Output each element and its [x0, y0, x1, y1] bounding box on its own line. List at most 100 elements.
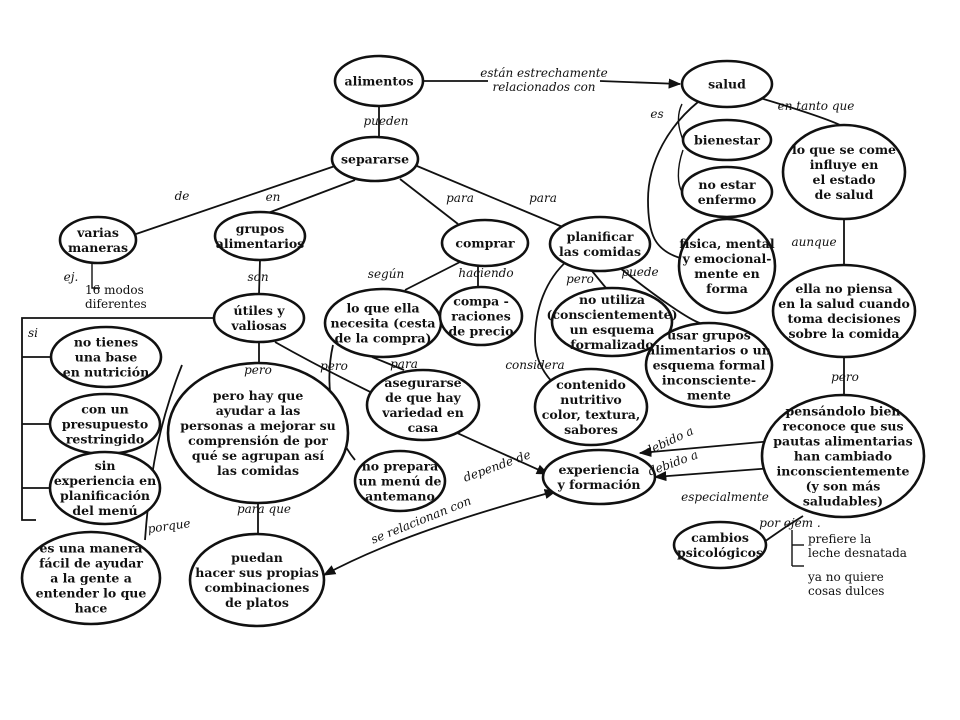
edge-label-para1: para [446, 191, 474, 205]
concept-node-fisica [677, 217, 777, 315]
node-label-ella-no-piensa-line: sobre la comida [789, 326, 900, 341]
node-label-puedan-line: combinaciones [205, 580, 310, 595]
concept-node-cambios [672, 520, 768, 570]
node-label-separarse: separarse [341, 152, 409, 167]
node-label-fisica-line: y emocional- [682, 251, 772, 266]
node-label-lo-que-ella-line: de la compra) [335, 331, 432, 346]
connector [404, 261, 461, 291]
note-dulces-line: ya no quiere [807, 570, 884, 584]
connector [267, 179, 356, 214]
edge-label-para-que-line: para que [237, 502, 291, 516]
edge-label-si: si [28, 326, 38, 340]
connector [599, 78, 682, 89]
node-label-cambios-line: psicológicos [677, 545, 763, 560]
edge-label-segun: según [368, 267, 404, 281]
node-label-es-una-manera-line: es una manera [39, 541, 142, 556]
edge-label-considera: considera [505, 358, 564, 372]
edge-label-pero-plan: pero [566, 272, 594, 286]
node-label-separarse-line: separarse [341, 152, 409, 167]
node-label-no-enfermo-line: enfermo [698, 192, 757, 207]
node-label-sin-experiencia-line: planificación [60, 488, 150, 503]
node-label-no-prepara-line: un menú de [359, 474, 442, 489]
connector [322, 489, 558, 576]
node-label-no-utiliza-line: un esquema [570, 322, 655, 337]
edge-label-en-tanto: en tanto que [778, 99, 855, 113]
node-label-puedan-line: puedan [231, 550, 283, 565]
node-label-cambios-line: cambios [691, 530, 749, 545]
edge-label-en-line: en [266, 190, 281, 204]
node-label-no-base-line: no tienes [74, 335, 138, 350]
node-label-no-enfermo-line: no estar [698, 177, 756, 192]
node-label-pero-hay-line: personas a mejorar su [180, 418, 335, 433]
edge-label-pero-util: pero [244, 363, 272, 377]
node-label-es-una-manera-line: fácil de ayudar [39, 556, 143, 571]
node-label-no-prepara-line: antemano [365, 489, 435, 504]
node-label-pensandolo-line: pautas alimentarias [773, 434, 912, 449]
connector [591, 270, 607, 289]
connector [647, 101, 699, 259]
edge-label-depende: depende de [461, 447, 532, 484]
node-label-puedan-line: hacer sus propias [195, 565, 319, 580]
node-label-comprar: comprar [455, 236, 515, 251]
node-label-salud: salud [708, 77, 746, 92]
node-label-comparaciones-line: compa - [453, 294, 509, 309]
edge-label-en-tanto-line: en tanto que [778, 99, 855, 113]
edge-label-pero-lo-line: pero [320, 359, 348, 373]
node-label-alimentos-line: alimentos [344, 74, 413, 89]
concept-node-usar-grupos [644, 321, 774, 409]
edge-label-especialmente-line: especialmente [681, 490, 769, 504]
node-label-pensandolo-line: pensándolo bien [785, 404, 900, 419]
edge-label-por-ejem-line: por ejem . [759, 516, 820, 530]
edge-label-para-que: para que [237, 502, 291, 516]
concept-node-no-utiliza [550, 286, 674, 358]
edge-label-para2: para [529, 191, 557, 205]
node-label-asegurarse-line: asegurarse [384, 375, 461, 390]
edge-label-pueden-line: pueden [363, 114, 408, 128]
concept-node-pero-hay [166, 361, 350, 505]
node-label-fisica-line: física, mental [679, 236, 774, 251]
node-label-usar-grupos-line: mente [687, 388, 731, 403]
edge-label-pero-util-line: pero [244, 363, 272, 377]
connector [653, 467, 774, 482]
node-label-lo-que-ella-line: lo que ella [346, 301, 419, 316]
concept-node-sin-experiencia [48, 450, 162, 526]
concept-node-es-una-manera [20, 530, 162, 626]
node-label-fisica-line: mente en [694, 266, 759, 281]
concept-node-asegurarse [365, 368, 481, 442]
node-label-lo-que-se-come-line: el estado [813, 172, 876, 187]
concept-node-varias-maneras [58, 215, 138, 265]
node-label-grupos-line: alimentarios [216, 236, 304, 251]
node-label-ella-no-piensa-line: toma decisiones [787, 311, 900, 326]
connector [677, 103, 684, 141]
edge-label-para3-line: para [390, 357, 418, 371]
node-label-contenido-line: nutritivo [560, 392, 621, 407]
node-label-no-utiliza-line: no utiliza [579, 292, 645, 307]
edge-label-pero-ella-line: pero [831, 370, 859, 384]
node-label-pensandolo-line: reconoce que sus [782, 419, 903, 434]
node-label-grupos-line: grupos [236, 221, 285, 236]
connector [399, 178, 459, 225]
edge-label-segun-line: según [368, 267, 404, 281]
edge-label-ej: ej. [64, 270, 79, 284]
node-label-contenido-line: sabores [564, 422, 618, 437]
node-label-es-una-manera-line: hace [75, 601, 108, 616]
node-label-contenido-line: contenido [556, 377, 626, 392]
concept-node-bienestar [681, 118, 773, 162]
edge-label-en: en [266, 190, 281, 204]
edge-label-puede: puede [621, 265, 658, 279]
note-dulces-line: cosas dulces [808, 584, 884, 598]
node-label-pero-hay-line: comprensión de por [188, 433, 328, 448]
node-label-varias-maneras-line: varias [76, 225, 119, 240]
